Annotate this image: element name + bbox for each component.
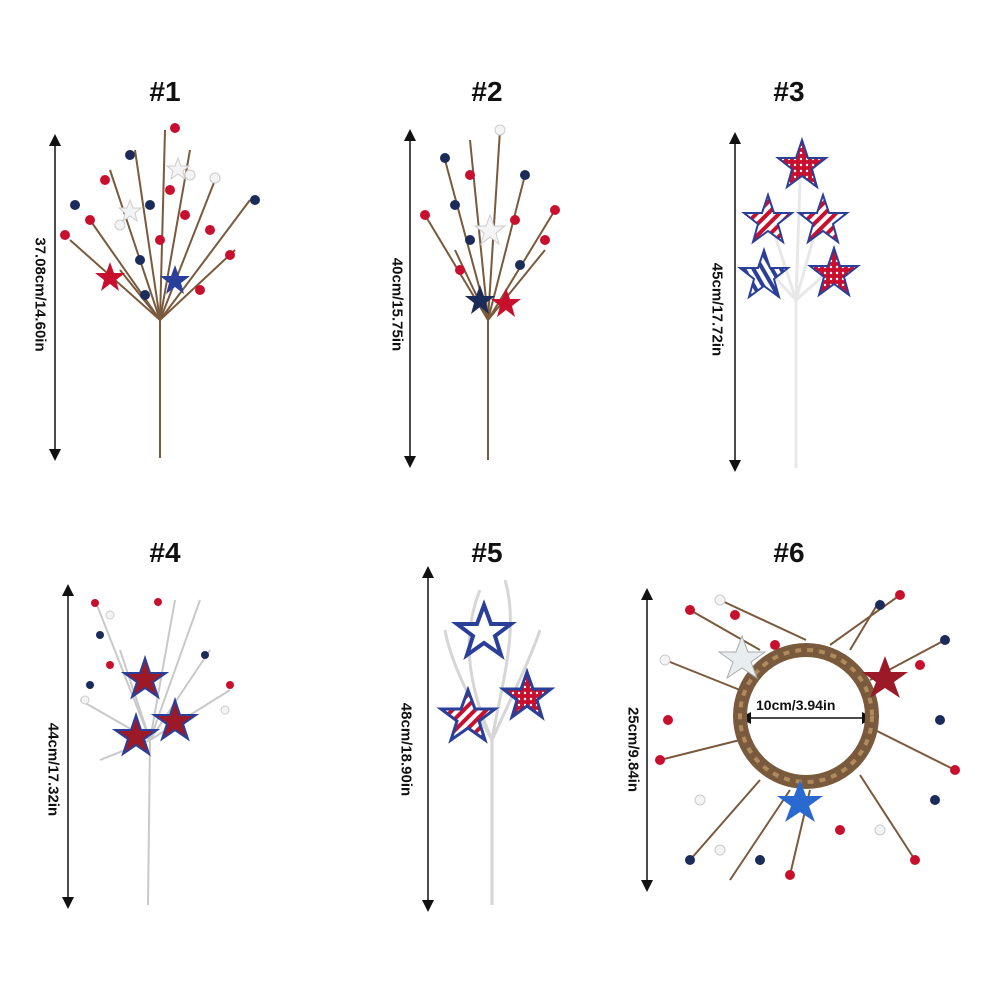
- product-title-5: #5: [471, 537, 503, 568]
- product-title-2: #2: [471, 76, 503, 107]
- product-4-pick: [79, 599, 231, 906]
- product-1-berries: [60, 123, 260, 300]
- product-6-stars: [717, 634, 908, 822]
- product-title-4: #4: [149, 537, 181, 568]
- product-1-stars: [95, 156, 191, 294]
- product-5-stars: [436, 599, 556, 744]
- product-4-berries: [80, 598, 234, 715]
- product-title-3: #3: [773, 76, 805, 107]
- product-title-1: #1: [149, 76, 181, 107]
- product-2-berries: [420, 124, 560, 275]
- product-1-pick: [69, 129, 251, 458]
- product-title-6: #6: [773, 537, 805, 568]
- product-4-stars: [111, 654, 200, 757]
- product-3-stars: [737, 136, 861, 300]
- product-6-berries: [655, 590, 960, 880]
- inner-diameter-label: 10cm/3.94in: [756, 697, 836, 713]
- dimension-arrows: [49, 129, 874, 912]
- product-6-wreath: [733, 643, 879, 789]
- product-2-stars: [465, 213, 521, 317]
- product-5-pick: [443, 579, 542, 905]
- product-6-twigs: [659, 594, 956, 881]
- product-2-pick: [424, 129, 556, 460]
